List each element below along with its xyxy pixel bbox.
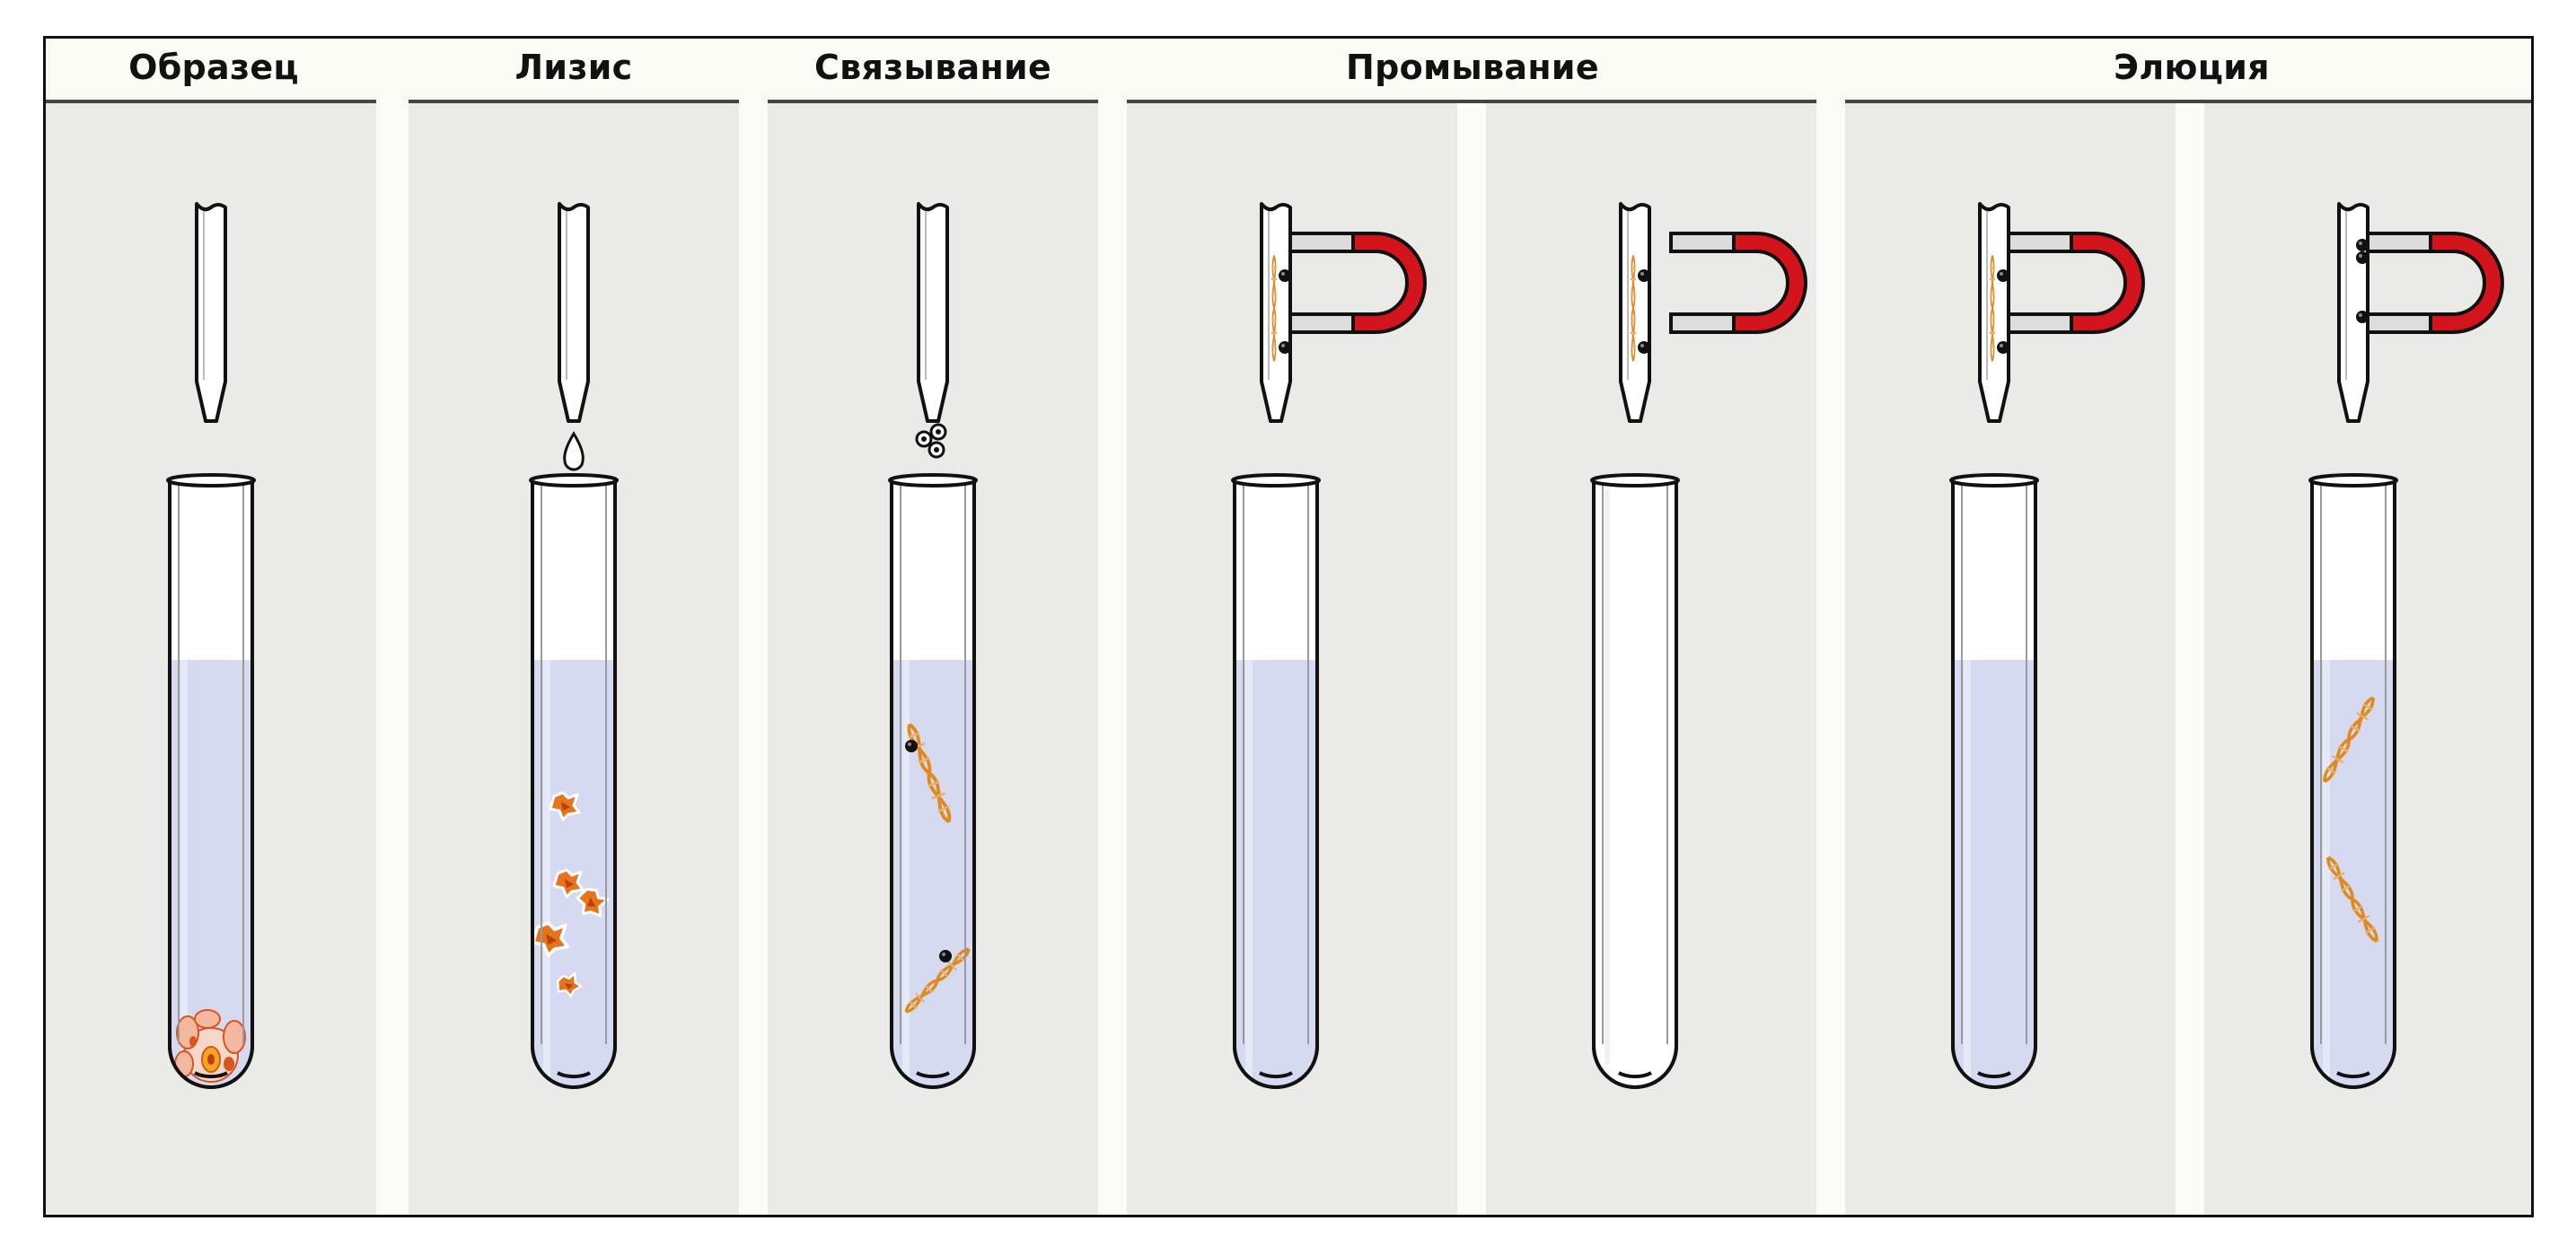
pipette-icon: [558, 202, 590, 423]
stage-sample: [166, 202, 256, 1100]
stage-elution-1: [1949, 202, 2145, 1100]
stage-label-binding: Связывание: [813, 48, 1052, 87]
magnet-icon: [2366, 232, 2504, 334]
pipette-icon: [195, 202, 227, 423]
stage-lysis: [529, 202, 619, 1100]
header: Образец Лизис Связывание Промывание Элюц…: [46, 39, 2531, 103]
magnet-icon: [1288, 232, 1427, 334]
header-divider: [409, 100, 739, 103]
pipette-icon: [1260, 202, 1292, 423]
cell-icon: [174, 1009, 246, 1083]
stage-label-sample: Образец: [128, 48, 299, 87]
stage-label-lysis: Лизис: [514, 48, 633, 87]
test-tube-icon: [529, 473, 619, 1100]
stage-label-elution: Элюция: [2114, 48, 2270, 87]
test-tube-icon: [1949, 473, 2039, 1100]
pipette-icon: [917, 202, 949, 423]
test-tube-icon: [2308, 473, 2398, 1100]
magnet-icon: [1669, 232, 1807, 334]
pipette-icon: [1978, 202, 2010, 423]
header-divider: [1127, 100, 1816, 103]
stage-washing-1: [1231, 202, 1427, 1100]
pipette-icon: [2337, 202, 2369, 423]
stage-elution-2: [2308, 202, 2504, 1100]
test-tube-icon: [888, 473, 978, 1100]
stage-binding: [888, 202, 978, 1100]
bead-icon: [915, 423, 947, 459]
stage-washing-2: [1590, 202, 1807, 1089]
header-divider: [1845, 100, 2531, 103]
header-divider: [46, 100, 376, 103]
magnet-icon: [2007, 232, 2145, 334]
test-tube-icon: [1590, 473, 1680, 1089]
test-tube-icon: [166, 473, 256, 1100]
stage-label-washing: Промывание: [1346, 48, 1599, 87]
pipette-icon: [1619, 202, 1651, 423]
droplet-icon: [563, 431, 585, 471]
diagram-frame: Образец Лизис Связывание Промывание Элюц…: [43, 36, 2534, 1217]
header-divider: [768, 100, 1098, 103]
illustration: [166, 202, 2504, 1217]
test-tube-icon: [1231, 473, 1321, 1100]
